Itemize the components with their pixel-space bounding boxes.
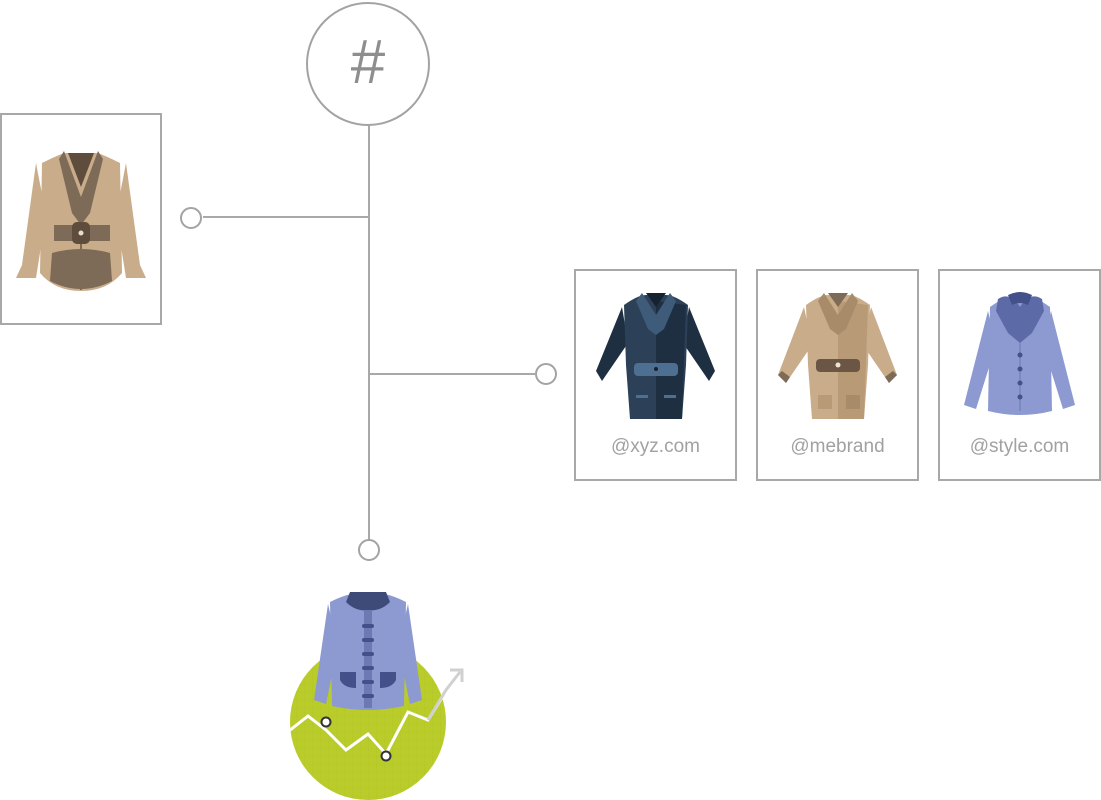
hashtag-hub: # [306, 2, 430, 126]
blue-coat-icon [964, 292, 1075, 415]
brand-card-xyz[interactable]: @xyz.com [574, 269, 737, 481]
trend-arrow-icon [450, 668, 464, 682]
tan-jacket-icon [16, 151, 146, 291]
node-right [535, 363, 557, 385]
hash-icon: # [350, 28, 386, 97]
node-left [180, 207, 202, 229]
brand-handle: @style.com [969, 436, 1070, 457]
brand-card-mebrand[interactable]: @mebrand [756, 269, 919, 481]
trench-coat-icon [778, 293, 897, 419]
navy-coat-icon [596, 293, 715, 419]
source-product-card [0, 113, 162, 325]
brand-handle: @xyz.com [611, 436, 700, 457]
brand-handle: @mebrand [790, 436, 885, 457]
brand-card-style[interactable]: @style.com [938, 269, 1101, 481]
branch-line-right [369, 373, 535, 375]
branch-line-left [203, 216, 369, 218]
trunk-line [368, 125, 370, 540]
trending-jacket-icon [290, 592, 464, 800]
node-bottom [358, 539, 380, 561]
